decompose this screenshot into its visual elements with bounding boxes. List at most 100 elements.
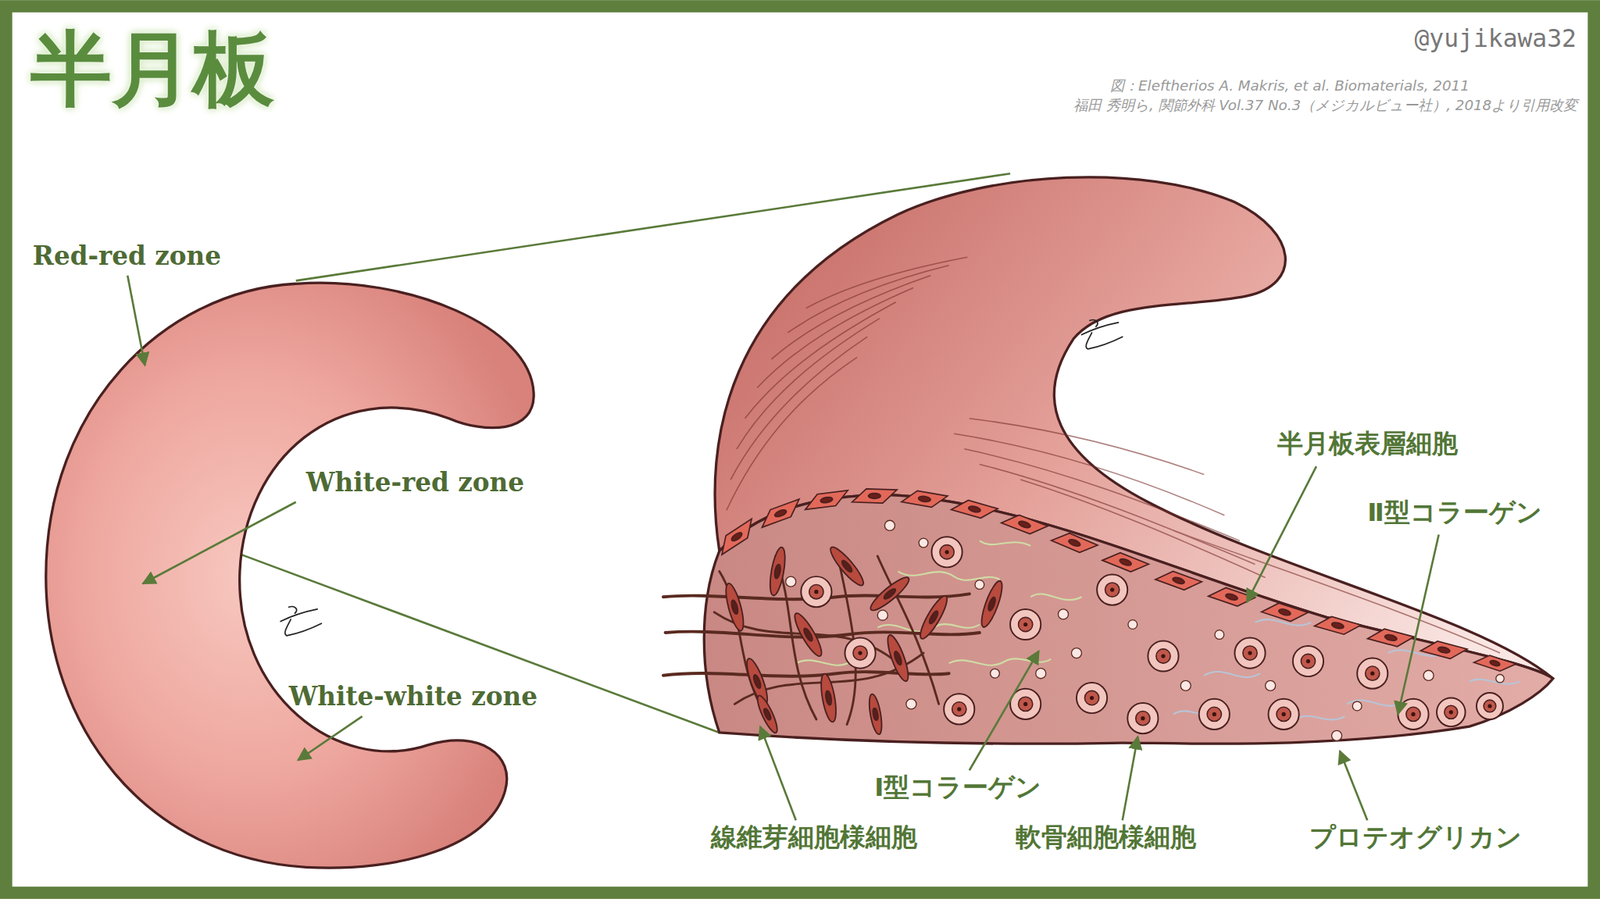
meniscus-top-view-part: [46, 282, 534, 868]
surface-cells-part-part: [1367, 625, 1415, 650]
chondrocyte-like-cells-part-part: [1105, 582, 1120, 597]
chondrocyte-like-cells-part-part: [1018, 617, 1033, 632]
chondrocyte-like-cells-part-part: [1357, 658, 1388, 690]
surface-cells-part-part: [1473, 651, 1517, 675]
leader-arrows-part: [1397, 535, 1439, 715]
fibroblast-like-cells-part: [867, 573, 913, 615]
surface-cells-part-part: [1420, 638, 1468, 663]
fibroblast-like-cells-part: [817, 672, 839, 723]
surface-cells-part-part: [803, 489, 850, 511]
chondrocyte-like-cells-part: [1096, 575, 1128, 606]
surface-cells-part: [1000, 510, 1048, 540]
leader-arrows-part: [127, 275, 145, 366]
chondrocyte-like-cells-part-part: [1268, 699, 1300, 730]
type2-collagen-part: [1203, 671, 1261, 678]
zone-label: Red-red zone: [32, 240, 222, 272]
chondrocyte-like-cells-part-part: [809, 585, 824, 600]
chondrocyte-like-cells-part-part: [1096, 575, 1128, 606]
zone-label: White-white zone: [289, 681, 538, 712]
chondrocyte-like-cells-part-part: [1076, 682, 1108, 714]
surface-cells-part: [1473, 651, 1517, 675]
fiber-striations-part: [736, 318, 880, 450]
proteoglycans-part: [785, 576, 797, 587]
fibroblast-like-cells-part: [753, 693, 781, 736]
leader-arrows: [127, 275, 1439, 821]
fiber-striations-part: [787, 265, 949, 333]
chondrocyte-like-cells-part-part: [800, 576, 832, 608]
chondrocyte-like-cells-part-part: [1365, 666, 1380, 681]
chondrocyte-like-cells-part-part: [957, 707, 961, 711]
type2-collagen-part: [1469, 679, 1521, 685]
surface-cells-part: [757, 498, 804, 529]
surface-cells-part-part: [1017, 520, 1032, 530]
part-label: Ⅰ型コラーゲン: [874, 772, 1042, 804]
surface-cells-part-part: [1260, 599, 1308, 625]
chondrocyte-like-cells-part-part: [1476, 692, 1504, 720]
chondrocyte-like-cells-part: [844, 637, 875, 668]
frame-part: [6, 6, 1594, 893]
leader-arrows-part: [969, 650, 1040, 771]
chondrocyte-like-cells-part: [1476, 692, 1504, 720]
proteoglycans-part: [1057, 609, 1068, 620]
proteoglycans-part: [1180, 680, 1191, 691]
chondrocyte-like-cells-part-part: [1140, 716, 1145, 721]
fibroblast-like-cells-part-part: [882, 587, 897, 601]
fibroblast-like-cells-part-part: [867, 573, 913, 615]
surface-cells-part-part: [1067, 538, 1082, 548]
zoom-lines-part: [239, 553, 720, 733]
surface-cells-part: [1050, 528, 1098, 558]
chondrocyte-like-cells-part-part: [1084, 690, 1099, 705]
fibroblast-like-cells-part-part: [825, 690, 833, 706]
chondrocyte-like-cells-part-part: [1397, 699, 1429, 730]
surface-cells-part: [714, 517, 760, 556]
proteoglycans-part: [1352, 701, 1362, 711]
chondrocyte-like-cells-part-part: [1292, 646, 1324, 677]
surface-cells-part-part: [1118, 557, 1133, 568]
part-label: 線維芽細胞様細胞: [710, 822, 918, 854]
proteoglycans-part: [990, 668, 1000, 679]
fibroblast-like-cells-part: [790, 610, 826, 659]
fibroblast-like-cells-part-part: [802, 627, 815, 643]
proteoglycans-part: [877, 610, 888, 621]
fibroblast-like-cells-part-part: [892, 650, 903, 666]
proteoglycans-part: [1035, 668, 1047, 679]
leader-arrows-part: [1339, 750, 1368, 821]
chondrocyte-like-cells-part-part: [1135, 711, 1150, 726]
chondrocyte-like-cells-part-part: [1207, 707, 1222, 722]
proteoglycans-part: [1128, 620, 1138, 630]
part-label: 半月板表層細胞: [1277, 428, 1458, 460]
surface-cells-part-part: [730, 531, 744, 543]
chondrocyte-like-cells-part-part: [1306, 659, 1311, 664]
chondrocyte-like-cells-part-part: [1110, 587, 1115, 592]
fibroblast-like-cells: [722, 543, 1007, 736]
surface-cells-part-part: [1171, 576, 1186, 586]
chondrocyte-like-cells-part-part: [1444, 705, 1458, 719]
surface-cells-part-part: [852, 489, 897, 504]
surface-cells-part-part: [1000, 510, 1048, 540]
chondrocyte-like-cells-part-part: [944, 550, 949, 554]
chondrocyte-like-cells-part-part: [1449, 710, 1454, 715]
fibroblast-like-cells-part-part: [762, 707, 772, 722]
surface-cells-part-part: [950, 496, 998, 522]
fibroblast-like-cells-part-part: [817, 672, 839, 723]
meniscus-section: [703, 495, 1554, 745]
chondrocyte-like-cells-part-part: [1247, 650, 1252, 655]
signature-part: [1081, 320, 1122, 350]
chondrocyte-like-cells-part-part: [853, 646, 868, 661]
fibroblast-like-cells-part: [916, 592, 952, 642]
fibroblast-like-cells-part-part: [722, 582, 747, 633]
chondrocyte-like-cells-part-part: [1023, 702, 1028, 707]
chondrocyte-like-cells-part: [1436, 698, 1466, 728]
proteoglycans-part: [1214, 630, 1225, 640]
fibroblast-like-cells-part-part: [767, 546, 788, 597]
type1-collagen-part: [949, 658, 1052, 665]
fibroblast-like-cells-part-part: [916, 592, 952, 642]
chondrocyte-like-cells-part: [1357, 658, 1388, 690]
chondrocyte-like-cells-part-part: [1483, 700, 1497, 713]
surface-cells-part-part: [1225, 592, 1239, 602]
surface-cells-part-part: [774, 508, 788, 518]
meniscus-top-view: [46, 282, 534, 868]
fibroblast-like-cells-part: [722, 582, 747, 633]
